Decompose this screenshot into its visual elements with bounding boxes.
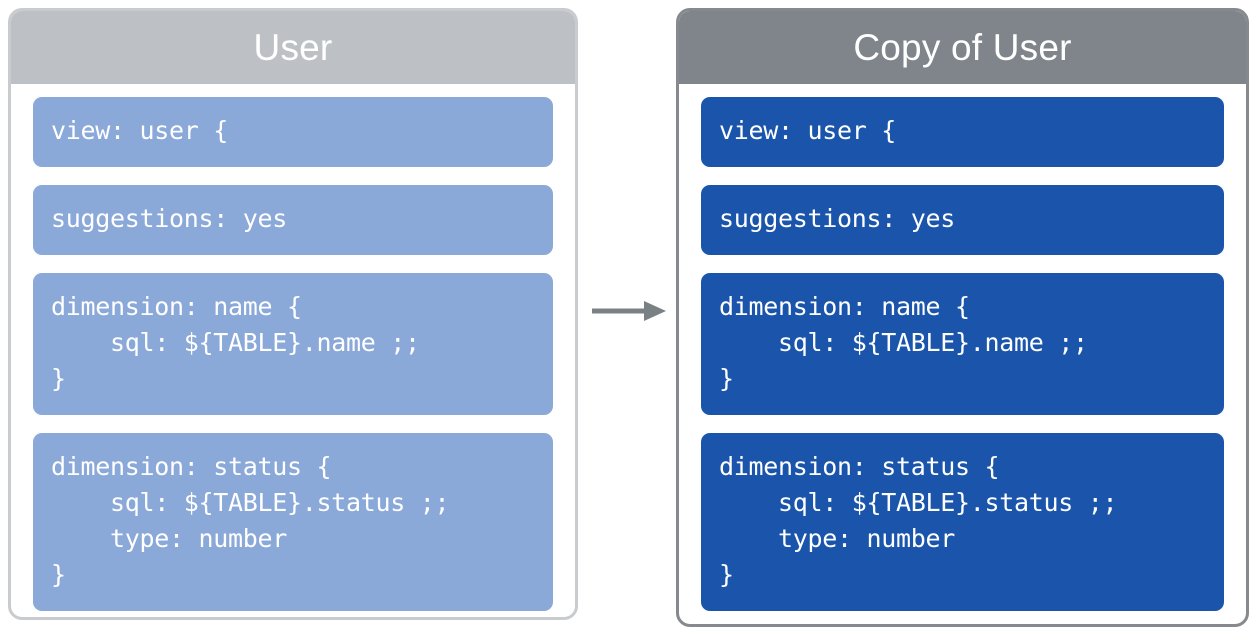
panel-copy-header: Copy of User — [679, 11, 1246, 84]
code-block-view[interactable]: view: user { — [701, 97, 1224, 167]
panel-copy-title: Copy of User — [853, 27, 1072, 68]
panel-source-title: User — [253, 27, 333, 68]
panel-copy-body: view: user { suggestions: yes dimension:… — [679, 84, 1246, 624]
code-block-suggestions[interactable]: suggestions: yes — [701, 185, 1224, 255]
panel-source-user[interactable]: User view: user { suggestions: yes dimen… — [8, 8, 578, 620]
code-block-suggestions[interactable]: suggestions: yes — [33, 185, 553, 255]
code-block-view[interactable]: view: user { — [33, 97, 553, 167]
code-block-dimension-status[interactable]: dimension: status { sql: ${TABLE}.status… — [701, 433, 1224, 611]
panel-source-header: User — [11, 11, 575, 84]
arrow-right-icon — [592, 301, 666, 321]
code-block-dimension-name[interactable]: dimension: name { sql: ${TABLE}.name ;; … — [701, 273, 1224, 415]
panel-copy-of-user[interactable]: Copy of User view: user { suggestions: y… — [676, 8, 1249, 627]
panel-source-body: view: user { suggestions: yes dimension:… — [11, 84, 575, 617]
code-block-dimension-status[interactable]: dimension: status { sql: ${TABLE}.status… — [33, 433, 553, 611]
code-block-dimension-name[interactable]: dimension: name { sql: ${TABLE}.name ;; … — [33, 273, 553, 415]
